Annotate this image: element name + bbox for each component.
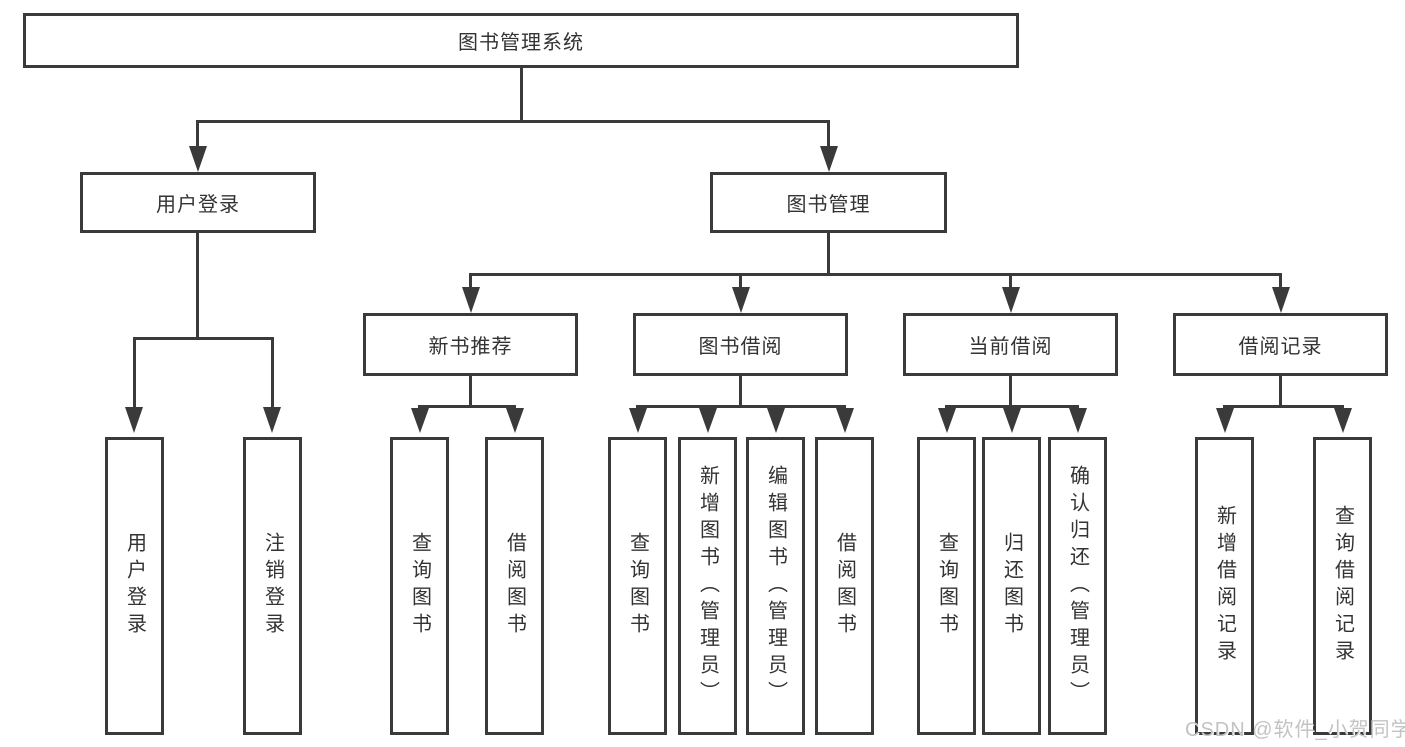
connector-to-user-login <box>196 120 199 148</box>
connector-group-split <box>1223 405 1344 408</box>
connector-group-split <box>636 405 846 408</box>
node-label: 图书借阅 <box>698 336 783 358</box>
leaf-label: 借阅图书 <box>503 532 526 640</box>
connector-to-group <box>739 273 742 289</box>
leaf-query-borrow-record: 查询借阅记录 <box>1313 437 1372 735</box>
connector-to-book-management <box>827 120 830 148</box>
node-user-login: 用户登录 <box>80 172 316 233</box>
leaf-logout: 注销登录 <box>243 437 302 735</box>
node-new-book-recommend: 新书推荐 <box>363 313 578 376</box>
arrowhead-down-icon <box>629 408 647 433</box>
arrowhead-down-icon <box>732 287 750 313</box>
arrowhead-down-icon <box>125 407 143 433</box>
arrowhead-down-icon <box>1216 408 1234 433</box>
node-label: 当前借阅 <box>968 336 1053 358</box>
node-label: 借阅记录 <box>1238 336 1323 358</box>
arrowhead-down-icon <box>462 287 480 313</box>
node-book-borrow: 图书借阅 <box>633 313 848 376</box>
arrowhead-down-icon <box>767 408 785 433</box>
leaf-query-books-borrow: 查询图书 <box>608 437 667 735</box>
arrowhead-down-icon <box>411 408 429 433</box>
node-label: 图书管理 <box>786 194 871 216</box>
node-borrow-records: 借阅记录 <box>1173 313 1388 376</box>
connector-group-stem <box>1279 376 1282 405</box>
leaf-add-borrow-record: 新增借阅记录 <box>1195 437 1254 735</box>
arrowhead-down-icon <box>1002 287 1020 313</box>
leaf-return-book: 归还图书 <box>982 437 1041 735</box>
csdn-watermark: CSDN @软件_小贺同学 <box>1185 719 1405 741</box>
arrowhead-down-icon <box>506 408 524 433</box>
leaf-confirm-return-admin: 确认归还（管理员） <box>1048 437 1107 735</box>
arrowhead-down-icon <box>699 408 717 433</box>
leaf-label: 查询图书 <box>408 532 431 640</box>
leaf-borrow-books-recommend: 借阅图书 <box>485 437 544 735</box>
connector-to-group <box>1279 273 1282 289</box>
leaf-label: 新增图书（管理员） <box>696 464 719 708</box>
arrowhead-down-icon <box>1003 408 1021 433</box>
connector-root-stem <box>520 68 523 120</box>
leaf-label: 查询图书 <box>626 532 649 640</box>
node-label: 用户登录 <box>156 194 240 216</box>
leaf-label: 编辑图书（管理员） <box>764 464 787 708</box>
leaf-label: 用户登录 <box>123 532 146 640</box>
leaf-label: 注销登录 <box>261 532 284 640</box>
leaf-label: 借阅图书 <box>833 532 856 640</box>
connector-group-stem <box>1009 376 1012 405</box>
connector-user-login-stem <box>196 233 199 337</box>
leaf-edit-book-admin: 编辑图书（管理员） <box>746 437 805 735</box>
arrowhead-down-icon <box>1334 408 1352 433</box>
node-book-management: 图书管理 <box>710 172 947 233</box>
leaf-query-books-current: 查询图书 <box>917 437 976 735</box>
connector-book-management-split <box>469 273 1282 276</box>
connector-to-group <box>1009 273 1012 289</box>
arrowhead-down-icon <box>836 408 854 433</box>
connector-group-stem <box>469 376 472 405</box>
node-label: 新书推荐 <box>428 336 513 358</box>
leaf-label: 新增借阅记录 <box>1213 505 1236 667</box>
arrowhead-down-icon <box>1069 408 1087 433</box>
node-current-borrow: 当前借阅 <box>903 313 1118 376</box>
connector-to-leaf <box>271 337 274 409</box>
leaf-label: 归还图书 <box>1000 532 1023 640</box>
leaf-borrow-books: 借阅图书 <box>815 437 874 735</box>
arrowhead-down-icon <box>938 408 956 433</box>
connector-to-leaf <box>133 337 136 409</box>
connector-user-login-split <box>133 337 274 340</box>
arrowhead-down-icon <box>263 407 281 433</box>
leaf-add-book-admin: 新增图书（管理员） <box>678 437 737 735</box>
arrowhead-down-icon <box>820 146 838 172</box>
connector-group-stem <box>739 376 742 405</box>
leaf-label: 查询图书 <box>935 532 958 640</box>
leaf-label: 确认归还（管理员） <box>1066 464 1089 708</box>
connector-root-split <box>196 120 830 123</box>
connector-book-management-stem <box>827 233 830 273</box>
leaf-label: 查询借阅记录 <box>1331 505 1354 667</box>
arrowhead-down-icon <box>189 146 207 172</box>
leaf-user-login: 用户登录 <box>105 437 164 735</box>
leaf-query-books-recommend: 查询图书 <box>390 437 449 735</box>
node-book-management-system: 图书管理系统 <box>23 13 1019 68</box>
connector-group-split <box>418 405 516 408</box>
node-label: 图书管理系统 <box>458 32 584 54</box>
connector-to-group <box>469 273 472 289</box>
arrowhead-down-icon <box>1272 287 1290 313</box>
